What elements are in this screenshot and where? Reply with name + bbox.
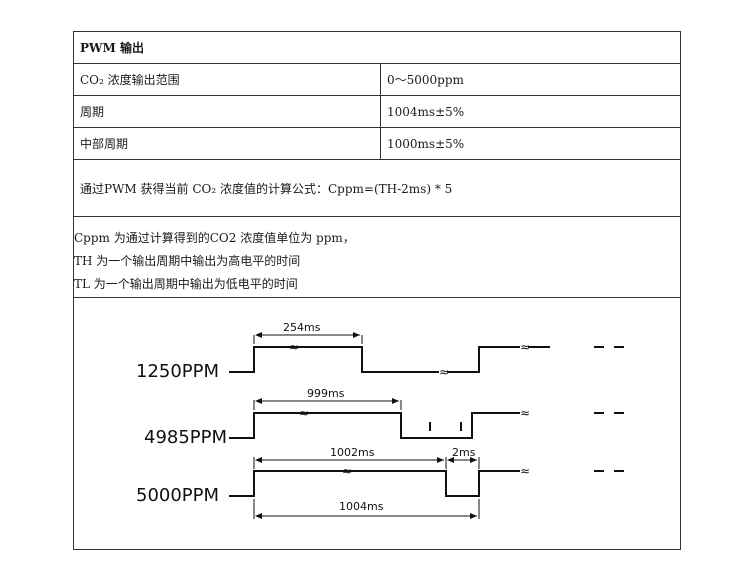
column-divider xyxy=(380,128,381,159)
timing-diagram-svg: 1250PPM ≈ ≈ ≈ 254ms 4985PPM ≈ ≈ 999ms 50… xyxy=(136,321,624,519)
row-label: CO₂ 浓度输出范围 xyxy=(80,73,180,87)
break-mark: ≈ xyxy=(520,406,530,420)
break-mark: ≈ xyxy=(439,365,449,379)
table-row: CO₂ 浓度输出范围 0～5000ppm xyxy=(74,64,680,96)
duration-label: 254ms xyxy=(283,321,321,334)
note-line: Cppm 为通过计算得到的CO2 浓度值单位为 ppm， xyxy=(74,231,355,245)
signal-label-1250: 1250PPM xyxy=(136,361,219,382)
table-title-row: PWM 输出 xyxy=(74,32,680,64)
signal-label-5000: 5000PPM xyxy=(136,485,219,506)
break-mark: ≈ xyxy=(520,464,530,478)
formula-text: 通过PWM 获得当前 CO₂ 浓度值的计算公式：Cppm=(TH-2ms) * … xyxy=(80,181,453,196)
table-row: 中部周期 1000ms±5% xyxy=(74,128,680,160)
duration-label: 1002ms xyxy=(330,446,375,459)
duration-label: 1004ms xyxy=(339,500,384,513)
break-mark: ≈ xyxy=(342,464,352,478)
break-mark: ≈ xyxy=(289,340,299,354)
note-line: TH 为一个输出周期中输出为高电平的时间 xyxy=(74,254,301,268)
row-label: 中部周期 xyxy=(80,137,129,151)
duration-label: 2ms xyxy=(452,446,476,459)
table-row: 周期 1004ms±5% xyxy=(74,96,680,128)
note-line: TL 为一个输出周期中输出为低电平的时间 xyxy=(74,277,298,291)
signal-label-4985: 4985PPM xyxy=(144,427,227,448)
row-value: 0～5000ppm xyxy=(387,73,464,87)
waveform-4985 xyxy=(229,412,520,439)
duration-label: 999ms xyxy=(307,387,345,400)
column-divider xyxy=(380,64,381,95)
formula-row: 通过PWM 获得当前 CO₂ 浓度值的计算公式：Cppm=(TH-2ms) * … xyxy=(74,160,680,217)
row-label: 周期 xyxy=(80,105,105,119)
notes-section: Cppm 为通过计算得到的CO2 浓度值单位为 ppm， TH 为一个输出周期中… xyxy=(74,217,680,298)
break-mark: ≈ xyxy=(299,406,309,420)
waveform-1250 xyxy=(229,346,550,373)
pwm-timing-diagram: 1250PPM ≈ ≈ ≈ 254ms 4985PPM ≈ ≈ 999ms 50… xyxy=(74,297,680,549)
column-divider xyxy=(380,96,381,127)
row-value: 1004ms±5% xyxy=(387,104,465,119)
row-value: 1000ms±5% xyxy=(387,136,465,151)
pwm-spec-table: PWM 输出 CO₂ 浓度输出范围 0～5000ppm 周期 1004ms±5%… xyxy=(73,31,681,550)
break-mark: ≈ xyxy=(520,340,530,354)
waveform-5000 xyxy=(229,470,520,497)
table-title: PWM 输出 xyxy=(80,41,144,55)
